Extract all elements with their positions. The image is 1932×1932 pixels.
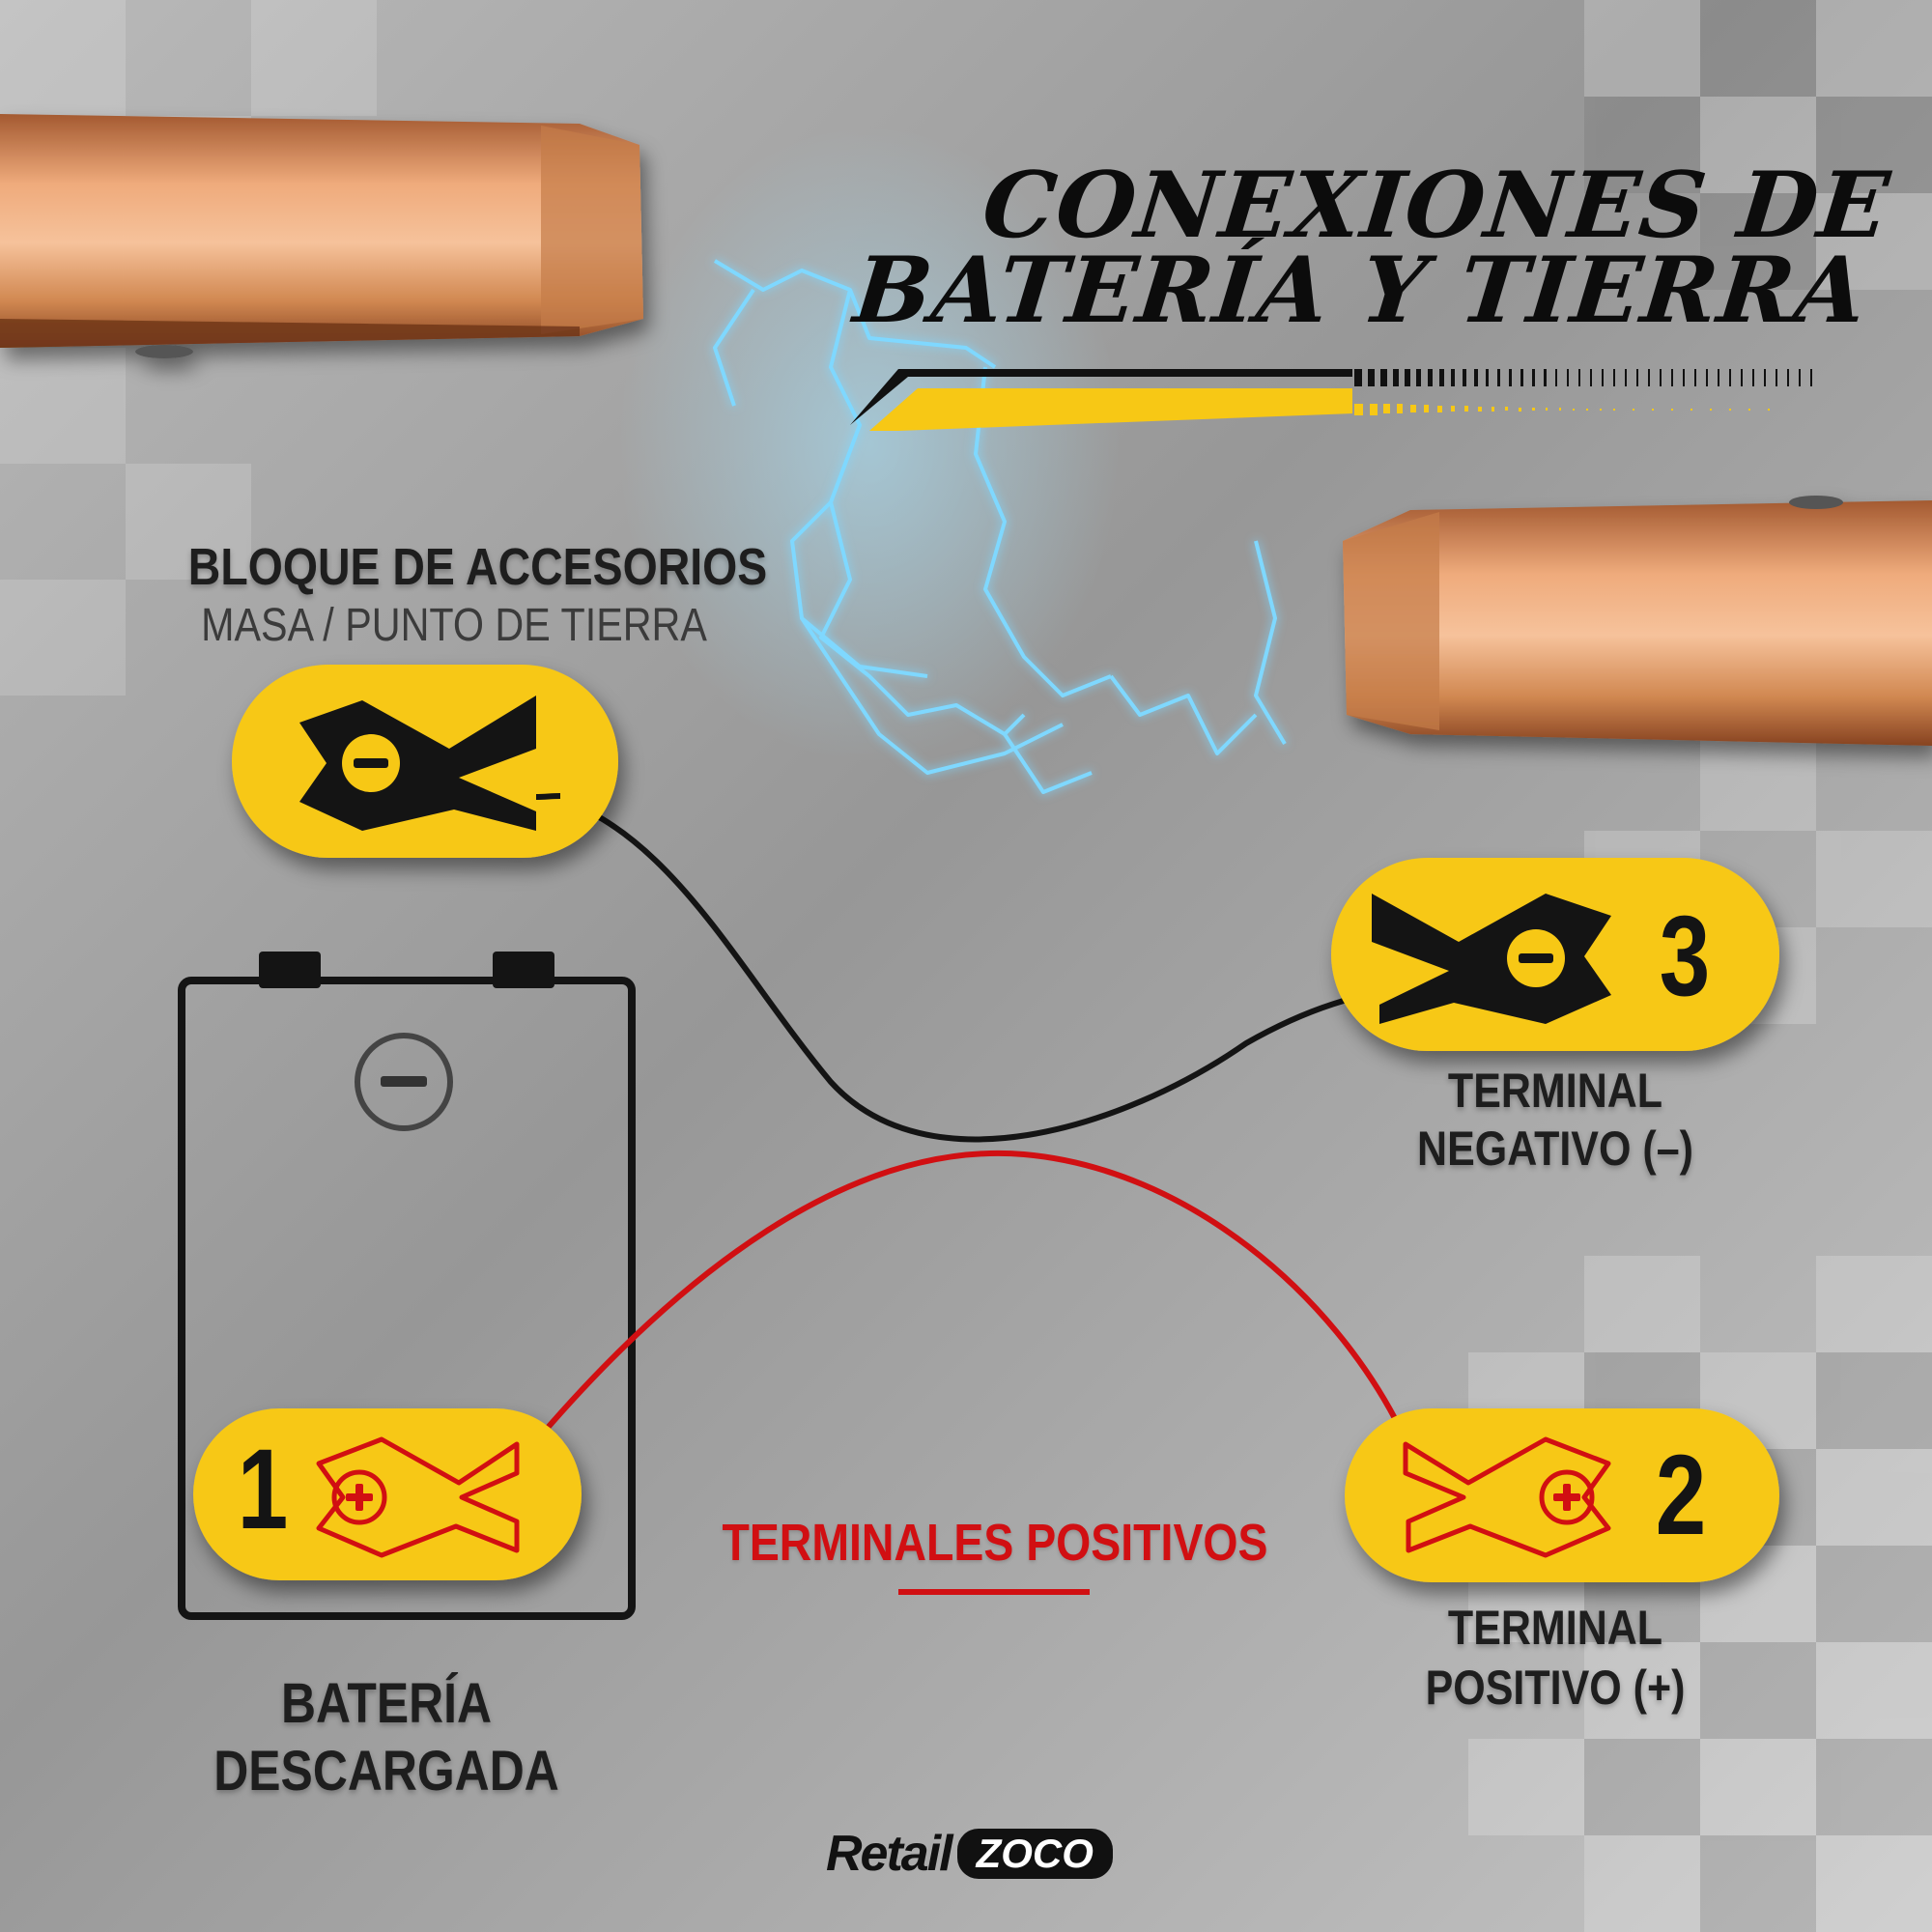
ground-block-label: BLOQUE DE ACCESORIOS [187,538,768,596]
retailzoco-logo: Retail ZOCO [826,1826,1113,1882]
plus-icon [1553,1484,1580,1511]
clamp-number-1: 1 [238,1425,288,1553]
checker-pattern-right [1468,0,1932,1932]
clamp-number-3: 3 [1660,892,1710,1020]
ground-block-sublabel: MASA / PUNTO DE TIERRA [201,600,707,651]
negative-terminal-clamp-icon [1372,894,1611,1024]
electric-spark [618,126,1287,794]
positive-terminal-label-line-2: POSITIVO (+) [1425,1661,1686,1715]
positive-terminals-caption: TERMINALES POSITIVOS [722,1514,1268,1572]
battery-minus-icon [381,1076,427,1087]
minus-icon [1519,953,1553,963]
negative-clamp-icon [299,696,536,831]
battery-label-line-1: BATERÍA [281,1672,492,1735]
copper-clamp-top-left [0,114,643,358]
negative-terminal-label-line-2: NEGATIVO (–) [1417,1122,1693,1176]
negative-terminal-label-line-1: TERMINAL [1447,1064,1663,1118]
battery-icon [178,952,636,1620]
copper-clamp-right [1343,496,1932,746]
logo-text-retail: Retail [826,1826,953,1882]
positive-caption-underline [898,1589,1090,1595]
positive-terminal-clamp-icon [1403,1436,1611,1558]
black-cable [533,789,1394,1143]
battery-positive-clamp-icon [316,1436,520,1558]
logo-text-zoco: ZOCO [956,1829,1113,1879]
page-title-line-2: BATERÍA Y TIERRA [849,238,1872,344]
minus-icon [354,758,388,768]
battery-label-line-2: DESCARGADA [213,1740,559,1803]
clamp-number-2: 2 [1656,1431,1706,1559]
red-cable [526,1150,1404,1452]
title-underline [850,369,1812,431]
plus-icon [346,1484,373,1511]
positive-terminal-label-line-1: TERMINAL [1447,1601,1663,1655]
checker-shadow-right [1584,0,1932,1932]
